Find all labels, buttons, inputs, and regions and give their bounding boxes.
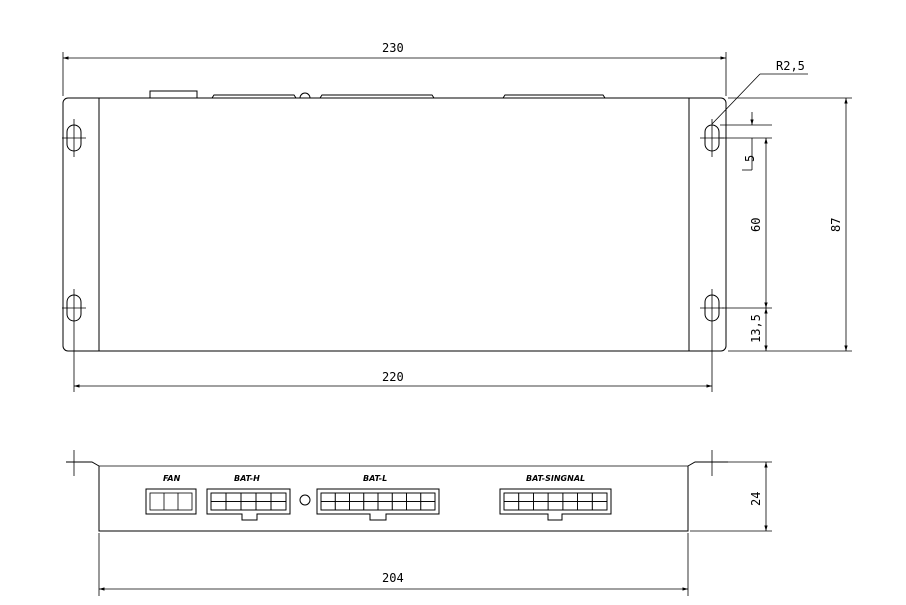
bat-l-pin bbox=[377, 501, 393, 511]
top-feature-3 bbox=[299, 92, 311, 99]
bat-singnal-pin bbox=[518, 501, 534, 511]
bat-l-pin bbox=[349, 501, 365, 511]
dim-hole-vertical-spacing: 60 bbox=[749, 138, 768, 308]
connector-bat-singnal bbox=[499, 488, 612, 521]
indicator-circle bbox=[299, 494, 311, 506]
connector-bat-l bbox=[316, 488, 440, 521]
dim-corner-radius-text: R2,5 bbox=[776, 59, 805, 73]
bat-l-pin bbox=[320, 492, 336, 502]
bat-singnal-pin bbox=[577, 501, 593, 511]
bat-l-pin bbox=[391, 501, 407, 511]
slot-bottom-right bbox=[700, 289, 724, 392]
dim-overall-height: 87 bbox=[829, 98, 848, 351]
connector-label-fan: FAN bbox=[163, 474, 181, 483]
bat-l-pin bbox=[334, 492, 350, 502]
bat-singnal-pin bbox=[577, 492, 593, 502]
top-feature-5 bbox=[502, 94, 606, 99]
bat-singnal-pin bbox=[547, 492, 564, 502]
bat-h-pin bbox=[240, 492, 257, 502]
top-feature-4 bbox=[319, 94, 435, 99]
top-feature-2 bbox=[211, 94, 297, 99]
slot-bottom-left bbox=[62, 289, 86, 392]
bat-l-pin bbox=[406, 501, 422, 511]
plate-outline bbox=[62, 97, 727, 352]
dim-slot-length-text: 5 bbox=[743, 155, 757, 162]
bat-h-pin bbox=[255, 492, 272, 502]
front-body-outline bbox=[98, 466, 689, 532]
dim-front-width-text: 204 bbox=[382, 571, 404, 585]
bat-h-pin bbox=[270, 501, 287, 511]
dim-hole-vertical-spacing-text: 60 bbox=[749, 218, 763, 232]
bat-l-pin bbox=[363, 501, 379, 511]
bat-l-pin bbox=[406, 492, 422, 502]
bat-h-pin bbox=[225, 501, 242, 511]
bat-h-pin bbox=[270, 492, 287, 502]
connector-label-bat-h: BAT-H bbox=[234, 474, 260, 483]
bat-singnal-pin bbox=[533, 501, 549, 511]
connector-label-bat-singnal: BAT-SINGNAL bbox=[526, 474, 585, 483]
dim-bottom-to-hole-text: 13,5 bbox=[749, 314, 763, 343]
bat-singnal-pin bbox=[562, 501, 578, 511]
bat-l-pin bbox=[363, 492, 379, 502]
dim-overall-length-text: 230 bbox=[382, 41, 404, 55]
bat-l-pin bbox=[320, 501, 336, 511]
right-flange bbox=[687, 461, 728, 467]
bat-singnal-pin bbox=[503, 492, 520, 502]
slot-top-left bbox=[62, 119, 86, 157]
connector-label-bat-l: BAT-L bbox=[363, 474, 387, 483]
bat-l-pin bbox=[420, 492, 436, 502]
bat-h-pin bbox=[255, 501, 272, 511]
dim-front-height-text: 24 bbox=[749, 492, 763, 506]
bat-l-pin bbox=[391, 492, 407, 502]
bat-l-pin bbox=[349, 492, 365, 502]
top-feature-1 bbox=[149, 90, 198, 98]
dim-bottom-to-hole: 13,5 bbox=[749, 308, 768, 351]
bat-h-pin bbox=[225, 492, 242, 502]
bat-singnal-pin bbox=[591, 501, 608, 511]
dim-front-width: 204 bbox=[99, 571, 688, 591]
dim-front-height: 24 bbox=[749, 462, 768, 531]
bat-singnal-pin bbox=[518, 492, 534, 502]
dim-overall-height-text: 87 bbox=[829, 218, 843, 232]
bat-singnal-pin bbox=[547, 501, 564, 511]
connector-bat-h bbox=[206, 488, 291, 521]
dim-overall-length: 230 bbox=[62, 41, 727, 96]
bat-h-pin bbox=[210, 492, 227, 502]
bat-singnal-pin bbox=[562, 492, 578, 502]
connector-fan bbox=[145, 488, 197, 515]
bat-h-pin bbox=[210, 501, 227, 511]
bat-l-pin bbox=[334, 501, 350, 511]
left-flange bbox=[66, 461, 100, 467]
dim-slot-length: 5 bbox=[742, 112, 757, 171]
front-view: FAN BAT-H BAT-L BAT-SINGNAL bbox=[66, 450, 772, 596]
bat-singnal-pin bbox=[591, 492, 608, 502]
dim-hole-spacing: 220 bbox=[74, 370, 712, 388]
dim-hole-spacing-text: 220 bbox=[382, 370, 404, 384]
bat-l-pin bbox=[420, 501, 436, 511]
bat-h-pin bbox=[240, 501, 257, 511]
dim-corner-radius: R2,5 bbox=[711, 59, 808, 125]
bat-l-pin bbox=[377, 492, 393, 502]
bat-singnal-pin bbox=[533, 492, 549, 502]
top-view: 230 220 R2,5 87 60 bbox=[62, 41, 852, 392]
bat-singnal-pin bbox=[503, 501, 520, 511]
